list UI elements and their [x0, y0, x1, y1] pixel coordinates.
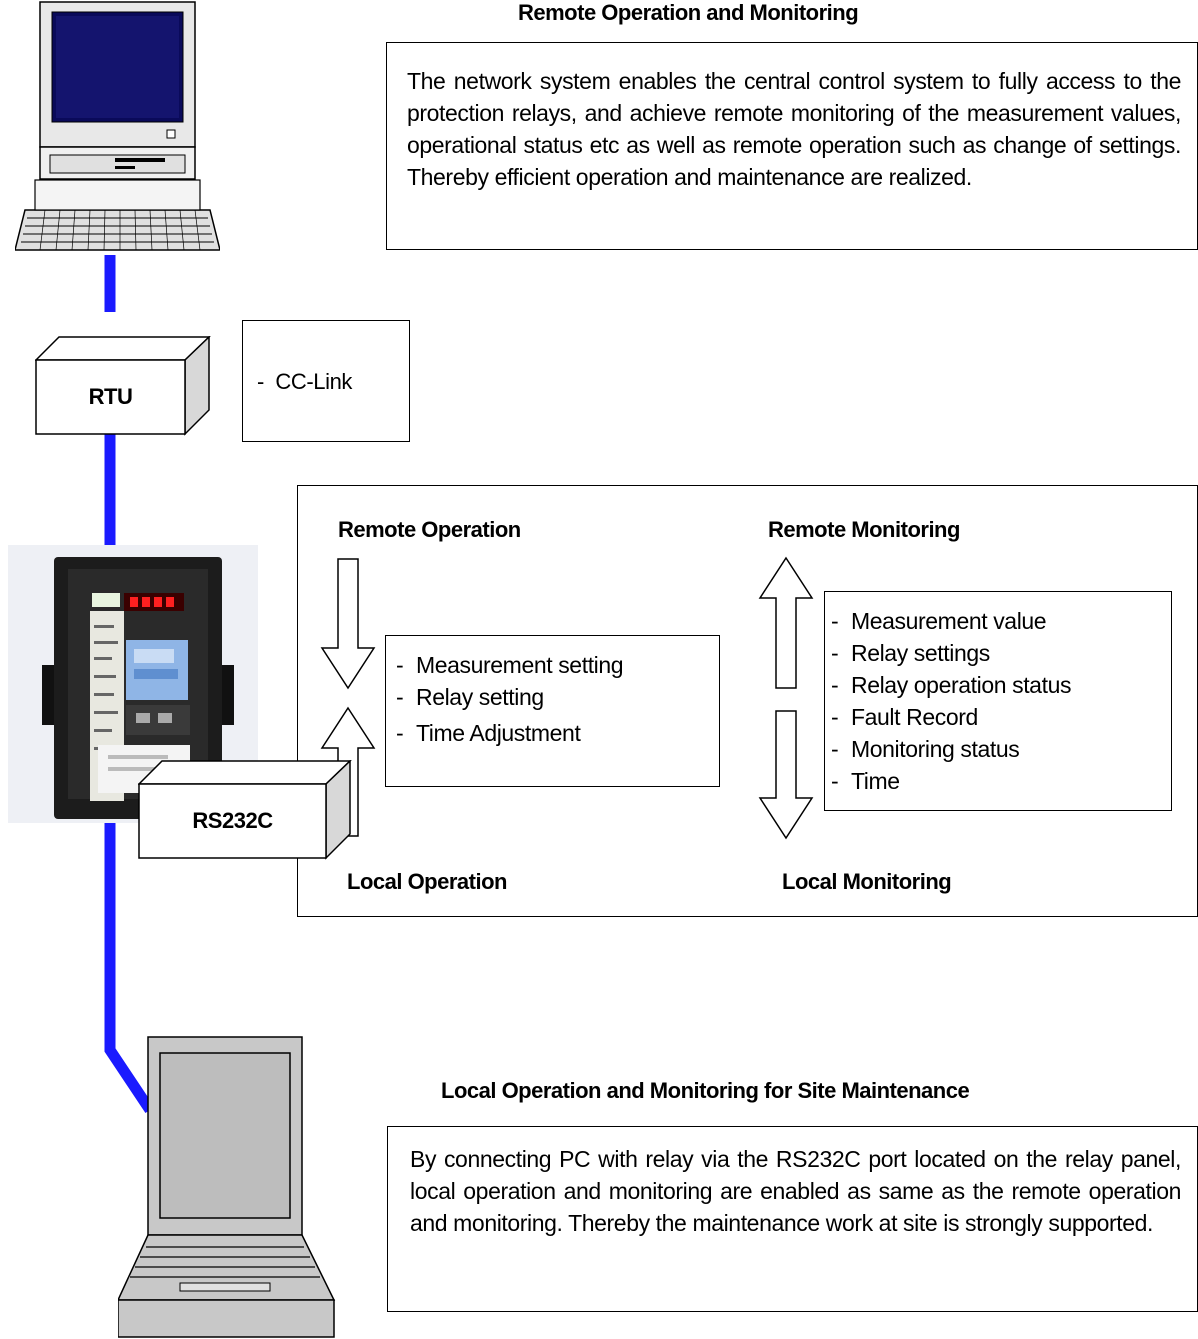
local-operation-label: Local Operation	[347, 869, 507, 894]
list-item: -Relay settings	[831, 640, 990, 666]
protocol-note-box: - CC-Link	[242, 320, 410, 442]
list-item: -Fault Record	[831, 704, 978, 730]
rs232c-cube	[138, 760, 352, 860]
list-item: -Relay setting	[396, 684, 544, 710]
remote-operation-label: Remote Operation	[338, 517, 521, 542]
remote-description-box: The network system enables the central c…	[386, 42, 1198, 250]
protection-relay-image	[8, 545, 258, 823]
remote-section-title: Remote Operation and Monitoring	[518, 0, 859, 25]
laptop-computer-icon	[118, 1036, 336, 1338]
list-item: -Time Adjustment	[396, 720, 581, 746]
operation-down-arrow-icon	[320, 558, 376, 690]
list-item: -Relay operation status	[831, 672, 1072, 698]
list-item: -Measurement setting	[396, 652, 624, 678]
operation-items-box: -Measurement setting -Relay setting -Tim…	[385, 635, 720, 787]
rtu-cube	[35, 336, 211, 436]
monitoring-items-box: -Measurement value -Relay settings -Rela…	[824, 591, 1172, 811]
local-description-text: By connecting PC with relay via the RS23…	[410, 1146, 1181, 1236]
list-item: -Time	[831, 768, 900, 794]
local-section-title: Local Operation and Monitoring for Site …	[441, 1078, 970, 1103]
remote-description-text: The network system enables the central c…	[407, 68, 1181, 190]
monitoring-items-list: -Measurement value -Relay settings -Rela…	[831, 605, 1171, 797]
monitoring-down-arrow-icon	[758, 710, 814, 840]
local-description-box: By connecting PC with relay via the RS23…	[387, 1126, 1198, 1312]
list-item: -Monitoring status	[831, 736, 1020, 762]
desktop-computer-icon	[15, 1, 220, 251]
list-item: -Measurement value	[831, 608, 1047, 634]
operation-items-list: -Measurement setting -Relay setting -Tim…	[396, 649, 719, 749]
protocol-note-text: CC-Link	[275, 369, 353, 394]
local-monitoring-label: Local Monitoring	[782, 869, 952, 894]
rs232c-label: RS232C	[192, 808, 273, 833]
rtu-label: RTU	[88, 384, 133, 409]
monitoring-up-arrow-icon	[758, 556, 814, 689]
remote-monitoring-label: Remote Monitoring	[768, 517, 960, 542]
